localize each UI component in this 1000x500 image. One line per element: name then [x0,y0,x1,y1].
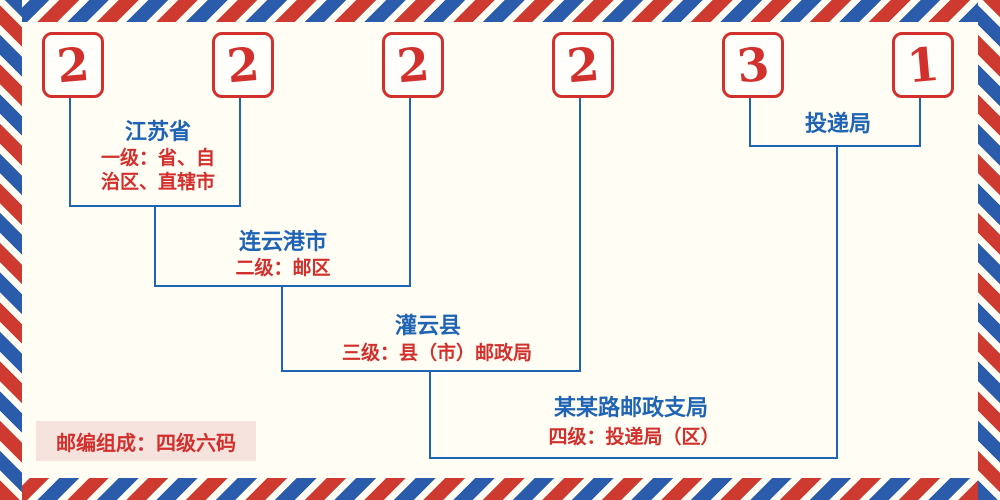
postal-digit-box-1: 2 [42,32,104,98]
postal-digit-box-6: 1 [892,32,954,98]
label-province-desc-line2: 治区、直辖市 [100,171,216,193]
airmail-border-right [978,0,1000,500]
connector-line [281,285,283,370]
connector-line [749,92,751,145]
airmail-border-left [0,0,22,500]
label-county-name: 灌云县 [394,314,462,339]
connector-line [836,145,838,457]
connector-line [154,205,156,285]
postal-digit-1: 2 [54,36,92,94]
label-province-desc-line1: 一级：省、自 [100,147,216,169]
airmail-border-top [0,0,1000,22]
label-delivery-office-name: 投递局 [804,112,872,137]
postal-digit-box-2: 2 [212,32,274,98]
label-branch-desc: 四级：投递局（区） [548,426,720,448]
postal-digit-6: 1 [904,36,942,94]
label-postal-zone-desc: 二级：邮区 [235,257,331,279]
connector-line [429,370,431,457]
label-province-desc: 一级：省、自 治区、直辖市 [101,146,215,194]
postal-digit-2: 2 [224,36,262,94]
composition-note-badge: 邮编组成：四级六码 [36,421,256,461]
label-branch-name: 某某路邮政支局 [553,396,709,421]
label-postal-zone-name: 连云港市 [238,230,328,255]
postal-digit-box-4: 2 [552,32,614,98]
postal-digit-4: 2 [564,36,602,94]
connector-line [429,457,838,459]
postal-digit-box-5: 3 [722,32,784,98]
connector-line [409,92,411,285]
postal-digit-5: 3 [734,36,772,94]
postal-digit-box-3: 2 [382,32,444,98]
connector-line [69,92,71,205]
label-province-name: 江苏省 [124,120,192,145]
airmail-border-bottom [0,478,1000,500]
connector-line [579,92,581,370]
postal-digit-3: 2 [394,36,432,94]
label-county-desc: 三级：县（市）邮政局 [341,342,533,364]
connector-line [281,370,581,372]
connector-line [919,92,921,145]
connector-line [749,145,921,147]
connector-line [239,92,241,205]
